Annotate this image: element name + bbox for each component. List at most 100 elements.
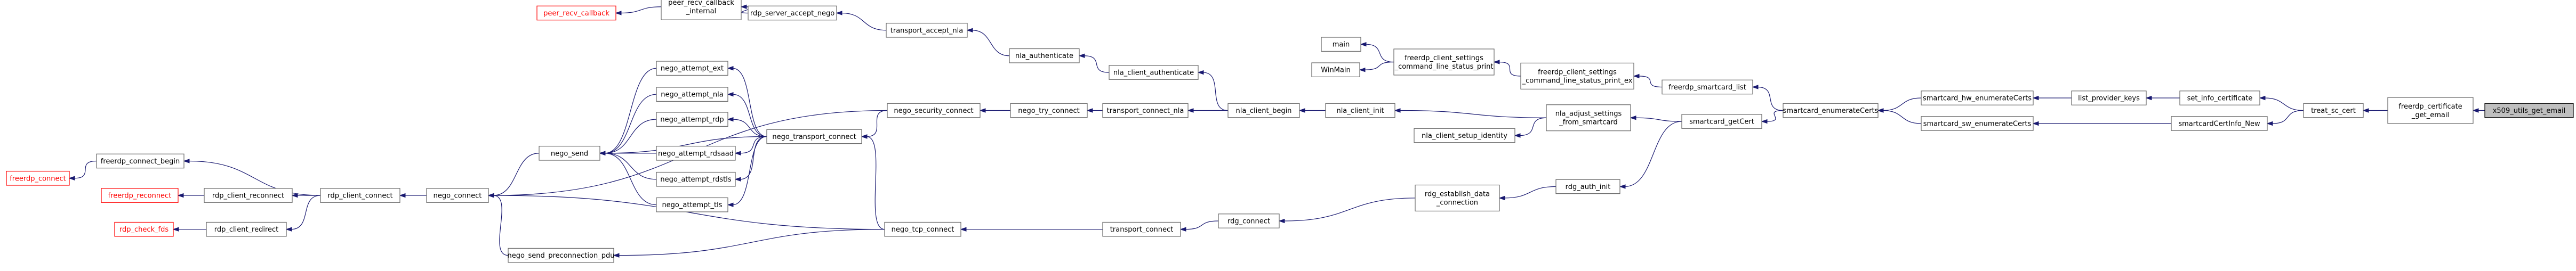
node-box-nego_attempt_nla[interactable] — [656, 87, 728, 102]
node-nego_attempt_tls[interactable]: nego_attempt_tls — [656, 197, 728, 212]
node-box-nego_attempt_tls[interactable] — [656, 197, 728, 212]
node-transport_accept_nla[interactable]: transport_accept_nla — [886, 22, 968, 38]
node-smartcardCertInfo_New[interactable]: smartcardCertInfo_New — [2171, 116, 2268, 131]
node-nla_client_init[interactable]: nla_client_init — [1325, 103, 1395, 118]
node-nego_send[interactable]: nego_send — [539, 145, 600, 161]
node-nla_client_setup_identity[interactable]: nla_client_setup_identity — [1414, 128, 1515, 143]
node-transport_connect[interactable]: transport_connect — [1102, 221, 1181, 237]
node-smartcard_sw_enumerateCerts[interactable]: smartcard_sw_enumerateCerts — [1921, 116, 2034, 131]
node-freerdp_certificate_get_email[interactable]: freerdp_certificate_get_email — [2387, 97, 2474, 124]
node-box-rdp_client_reconnect[interactable] — [204, 188, 293, 203]
node-box-nla_client_begin[interactable] — [1227, 103, 1300, 118]
node-treat_sc_cert[interactable]: treat_sc_cert — [2303, 103, 2364, 118]
node-peer_recv_callback[interactable]: peer_recv_callback — [536, 5, 616, 21]
node-nego_security_connect[interactable]: nego_security_connect — [887, 103, 981, 118]
node-nego_send_preconnection_pdu[interactable]: nego_send_preconnection_pdu — [508, 248, 615, 263]
node-box-nla_client_authenticate[interactable] — [1109, 65, 1199, 80]
node-list_provider_keys[interactable]: list_provider_keys — [2071, 91, 2147, 105]
node-rdp_check_fds[interactable]: rdp_check_fds — [114, 221, 174, 237]
node-box-nego_connect[interactable] — [426, 188, 489, 203]
node-box-nego_send_preconnection_pdu[interactable] — [508, 248, 614, 263]
node-box-freerdp_certificate_get_email[interactable] — [2387, 97, 2474, 124]
node-box-set_info_certificate[interactable] — [2179, 91, 2260, 105]
node-rdg_establish_data_connection[interactable]: rdg_establish_data_connection — [1415, 184, 1500, 212]
node-smartcard_enumerateCerts[interactable]: smartcard_enumerateCerts — [1783, 103, 1879, 118]
node-transport_connect_nla[interactable]: transport_connect_nla — [1102, 103, 1189, 118]
node-box-nego_tcp_connect[interactable] — [884, 221, 961, 237]
node-rdp_client_redirect[interactable]: rdp_client_redirect — [206, 221, 287, 237]
node-box-smartcard_sw_enumerateCerts[interactable] — [1921, 116, 2034, 131]
node-freerdp_client_settings_command_line_status_print_ex[interactable]: freerdp_client_settings_command_line_sta… — [1520, 62, 1634, 89]
node-nego_attempt_rdstls[interactable]: nego_attempt_rdstls — [656, 171, 736, 187]
node-nego_attempt_rdp[interactable]: nego_attempt_rdp — [656, 112, 728, 127]
node-rdg_connect[interactable]: rdg_connect — [1218, 213, 1280, 228]
node-freerdp_smartcard_list[interactable]: freerdp_smartcard_list — [1662, 79, 1753, 95]
node-rdg_auth_init[interactable]: rdg_auth_init — [1555, 179, 1620, 194]
node-box-rdp_check_fds[interactable] — [114, 221, 174, 237]
node-box-smartcard_hw_enumerateCerts[interactable] — [1921, 91, 2034, 105]
node-box-freerdp_connect[interactable] — [6, 170, 70, 186]
node-nego_attempt_nla[interactable]: nego_attempt_nla — [656, 87, 728, 102]
node-WinMain[interactable]: WinMain — [1311, 62, 1360, 77]
node-box-freerdp_client_settings_command_line_status_print[interactable] — [1393, 48, 1495, 76]
node-box-nego_attempt_ext[interactable] — [656, 61, 728, 76]
node-nego_attempt_ext[interactable]: nego_attempt_ext — [656, 61, 728, 76]
node-box-nego_transport_connect[interactable] — [766, 129, 862, 144]
node-box-freerdp_client_settings_command_line_status_print_ex[interactable] — [1520, 62, 1634, 89]
node-box-nla_authenticate[interactable] — [1009, 48, 1080, 63]
node-box-freerdp_reconnect[interactable] — [101, 188, 179, 203]
node-box-peer_recv_callback_internal[interactable] — [661, 0, 742, 20]
node-box-nego_attempt_rdp[interactable] — [656, 112, 728, 127]
node-box-nla_adjust_settings_from_smartcard[interactable] — [1546, 104, 1631, 132]
node-nla_client_authenticate[interactable]: nla_client_authenticate — [1109, 65, 1199, 80]
node-box-peer_recv_callback[interactable] — [536, 5, 616, 21]
node-box-treat_sc_cert[interactable] — [2303, 103, 2364, 118]
node-box-rdp_client_connect[interactable] — [320, 188, 400, 203]
node-box-rdg_connect[interactable] — [1218, 213, 1280, 228]
node-box-nego_attempt_rdstls[interactable] — [656, 171, 736, 187]
node-nla_authenticate[interactable]: nla_authenticate — [1009, 48, 1080, 63]
node-nla_client_begin[interactable]: nla_client_begin — [1227, 103, 1300, 118]
node-rdp_client_connect[interactable]: rdp_client_connect — [320, 188, 400, 203]
node-box-transport_connect_nla[interactable] — [1102, 103, 1189, 118]
node-box-nla_client_init[interactable] — [1325, 103, 1395, 118]
node-main[interactable]: main — [1321, 37, 1361, 52]
node-box-nego_security_connect[interactable] — [887, 103, 981, 118]
node-box-smartcard_getCert[interactable] — [1681, 114, 1762, 129]
node-box-WinMain[interactable] — [1311, 62, 1360, 77]
node-box-x509_utils_get_email[interactable] — [2484, 103, 2574, 118]
node-box-smartcard_enumerateCerts[interactable] — [1783, 103, 1879, 118]
node-smartcard_hw_enumerateCerts[interactable]: smartcard_hw_enumerateCerts — [1921, 91, 2034, 105]
node-freerdp_client_settings_command_line_status_print[interactable]: freerdp_client_settings_command_line_sta… — [1393, 48, 1495, 76]
node-nego_tcp_connect[interactable]: nego_tcp_connect — [884, 221, 961, 237]
node-box-transport_connect[interactable] — [1102, 221, 1181, 237]
node-nla_adjust_settings_from_smartcard[interactable]: nla_adjust_settings_from_smartcard — [1546, 104, 1631, 132]
node-nego_try_connect[interactable]: nego_try_connect — [1010, 103, 1088, 118]
node-set_info_certificate[interactable]: set_info_certificate — [2179, 91, 2260, 105]
node-nego_connect[interactable]: nego_connect — [426, 188, 489, 203]
node-rdp_client_reconnect[interactable]: rdp_client_reconnect — [204, 188, 293, 203]
node-box-list_provider_keys[interactable] — [2071, 91, 2147, 105]
node-peer_recv_callback_internal[interactable]: peer_recv_callback_internal — [661, 0, 742, 20]
node-box-transport_accept_nla[interactable] — [886, 22, 968, 38]
node-box-rdg_auth_init[interactable] — [1555, 179, 1620, 194]
node-nego_transport_connect[interactable]: nego_transport_connect — [766, 129, 862, 144]
node-box-smartcardCertInfo_New[interactable] — [2171, 116, 2268, 131]
node-freerdp_reconnect[interactable]: freerdp_reconnect — [101, 188, 179, 203]
node-nego_attempt_rdsaad[interactable]: nego_attempt_rdsaad — [656, 145, 736, 161]
node-box-nego_attempt_rdsaad[interactable] — [656, 145, 736, 161]
node-box-nego_try_connect[interactable] — [1010, 103, 1088, 118]
node-box-main[interactable] — [1321, 37, 1361, 52]
node-box-rdp_server_accept_nego[interactable] — [748, 5, 837, 21]
node-smartcard_getCert[interactable]: smartcard_getCert — [1681, 114, 1762, 129]
node-freerdp_connect_begin[interactable]: freerdp_connect_begin — [96, 153, 184, 169]
node-x509_utils_get_email[interactable]: x509_utils_get_email — [2484, 103, 2574, 118]
node-box-freerdp_smartcard_list[interactable] — [1662, 79, 1753, 95]
node-rdp_server_accept_nego[interactable]: rdp_server_accept_nego — [748, 5, 837, 21]
node-box-rdp_client_redirect[interactable] — [206, 221, 287, 237]
node-box-freerdp_connect_begin[interactable] — [96, 153, 184, 169]
node-box-rdg_establish_data_connection[interactable] — [1415, 184, 1500, 212]
node-box-nla_client_setup_identity[interactable] — [1414, 128, 1515, 143]
node-box-nego_send[interactable] — [539, 145, 600, 161]
node-freerdp_connect[interactable]: freerdp_connect — [6, 170, 70, 186]
